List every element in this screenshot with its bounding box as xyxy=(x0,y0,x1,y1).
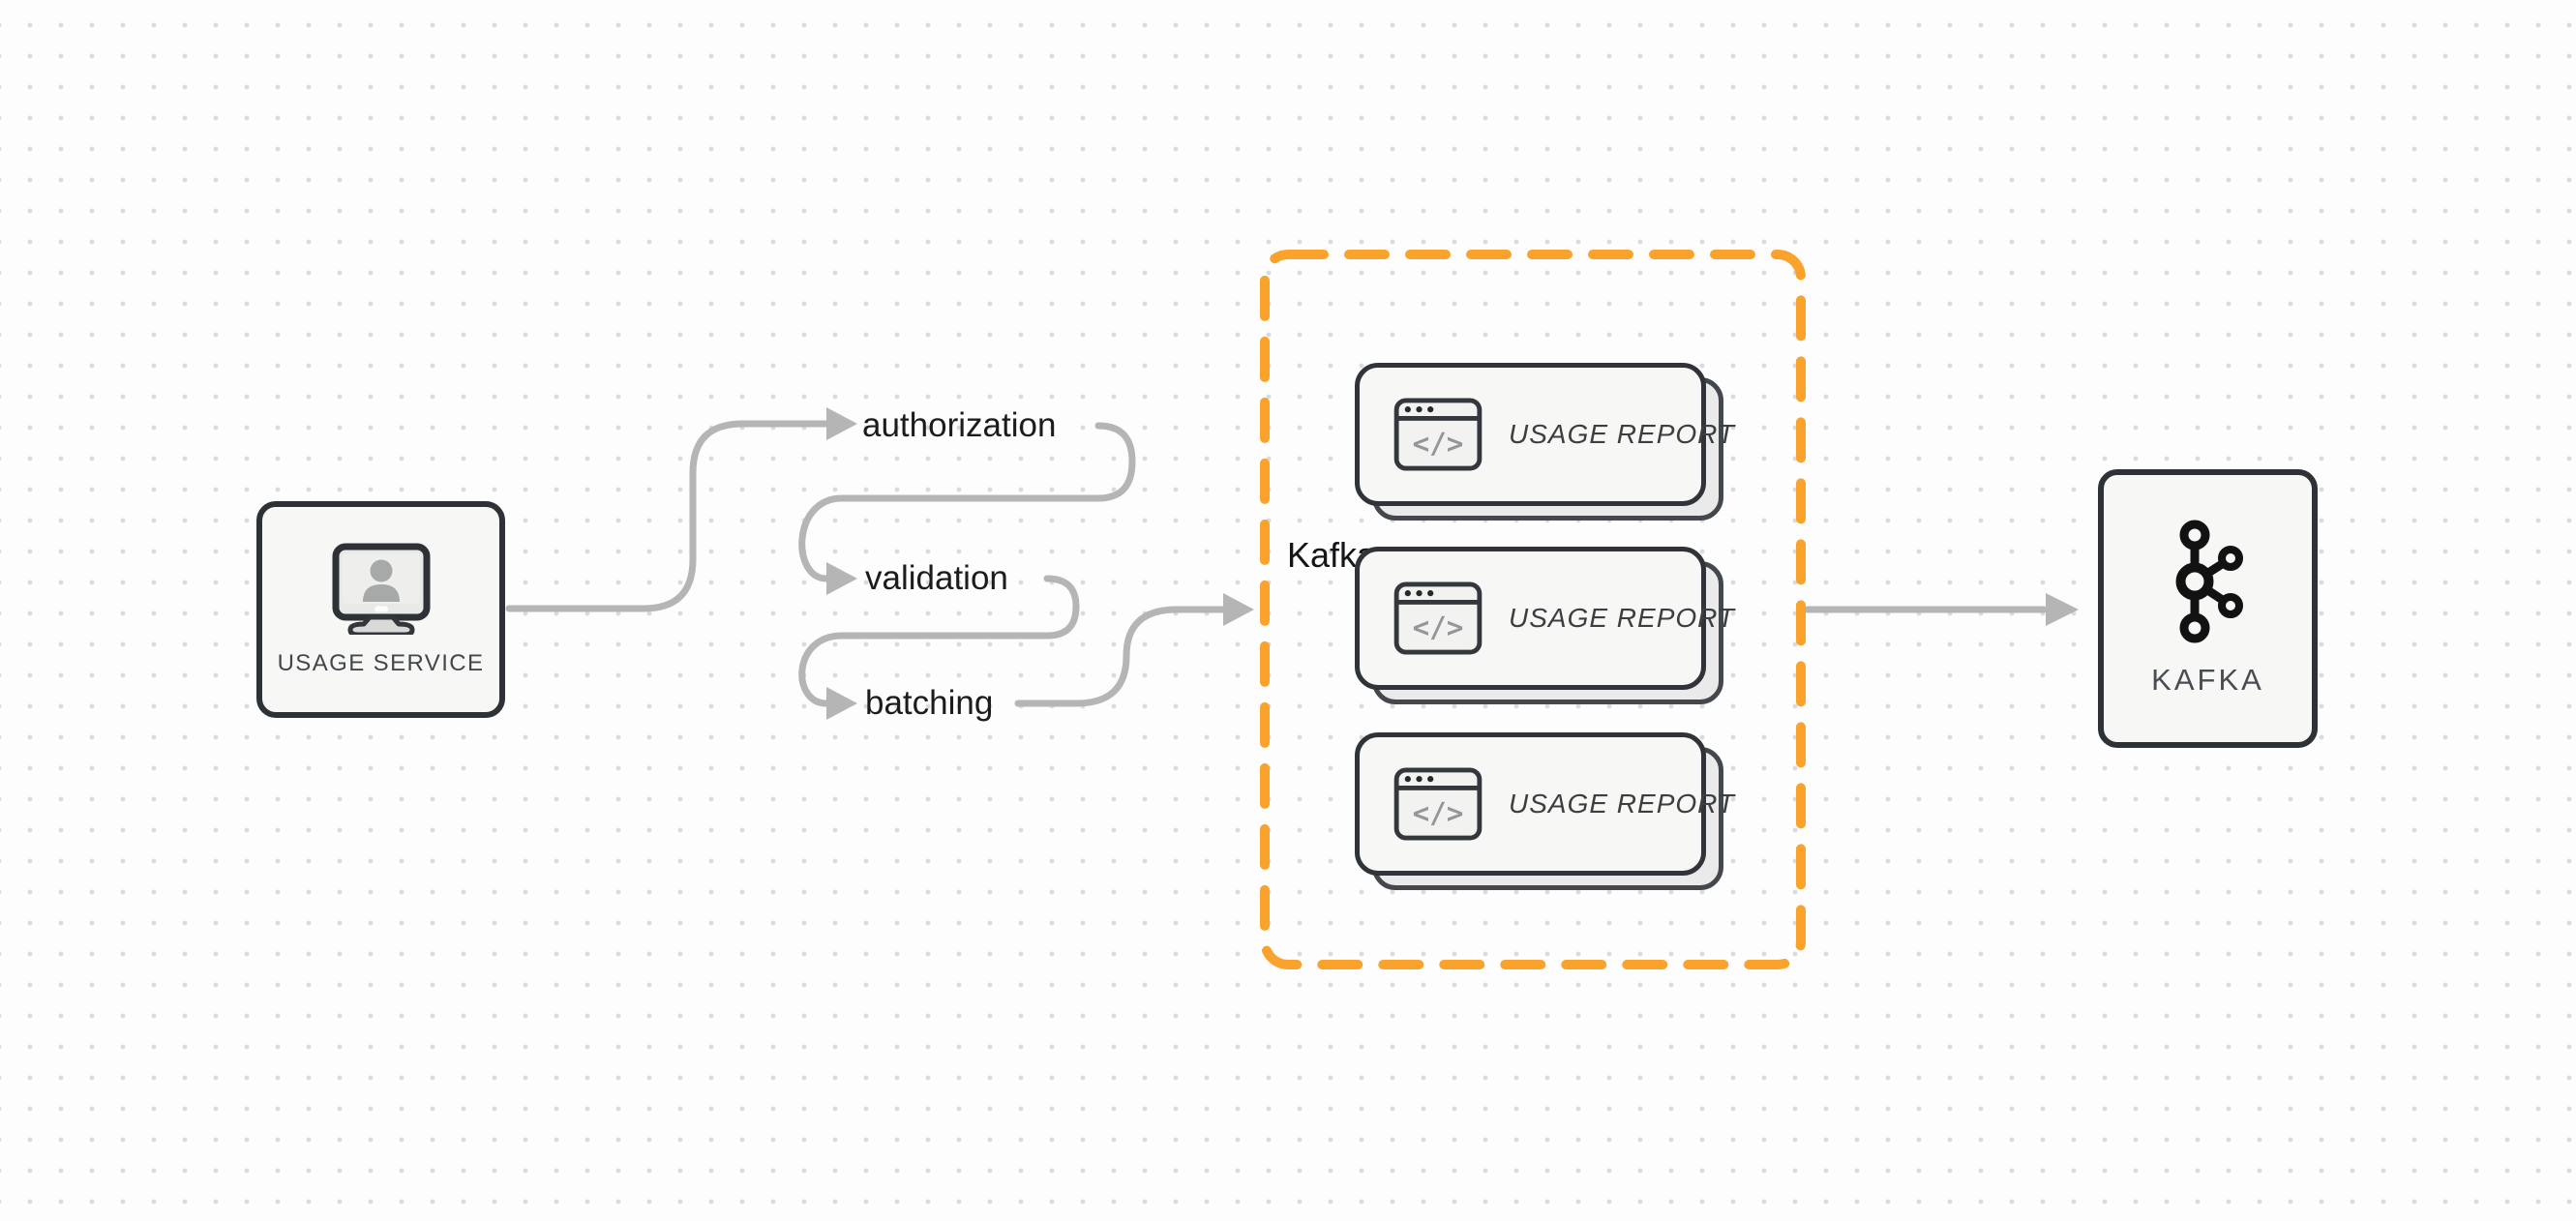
code-glyph: </> xyxy=(1413,796,1464,829)
usage-report-card: </> USAGE REPORT xyxy=(1355,547,1734,704)
kafka-message-group: Kafka message </> USAGE REPORT xyxy=(1260,250,1806,969)
usage-report-label: USAGE REPORT xyxy=(1509,419,1735,449)
code-window-icon: </> xyxy=(1393,398,1483,471)
kafka-label: KAFKA xyxy=(2151,663,2264,697)
arrowhead-authorization xyxy=(826,407,857,440)
arrowhead-group xyxy=(1223,593,1254,626)
arrow-usage-to-authorization xyxy=(505,420,830,612)
arrow-validation-to-batching xyxy=(798,575,1080,707)
usage-report-card: </> USAGE REPORT xyxy=(1355,363,1734,521)
usage-report-card: </> USAGE REPORT xyxy=(1355,732,1734,890)
monitor-user-icon xyxy=(332,543,430,635)
code-window-icon: </> xyxy=(1393,581,1483,655)
arrowhead-validation xyxy=(826,562,857,595)
step-label-authorization: authorization xyxy=(862,406,1057,444)
arrowhead-kafka xyxy=(2046,593,2079,626)
usage-report-card-front: </> USAGE REPORT xyxy=(1355,732,1734,876)
usage-service-node: USAGE SERVICE xyxy=(256,501,505,718)
code-window-icon: </> xyxy=(1393,767,1483,841)
usage-report-card-front: </> USAGE REPORT xyxy=(1355,547,1734,690)
code-glyph: </> xyxy=(1413,427,1464,460)
dashed-border xyxy=(1260,250,1806,969)
code-glyph: </> xyxy=(1413,610,1464,643)
usage-report-label: USAGE REPORT xyxy=(1509,789,1735,819)
usage-report-card-front: </> USAGE REPORT xyxy=(1355,363,1734,506)
arrow-batching-to-group xyxy=(1014,606,1227,707)
kafka-node: KAFKA xyxy=(2098,469,2318,748)
kafka-logo-icon xyxy=(2175,520,2243,643)
usage-service-label: USAGE SERVICE xyxy=(277,650,485,676)
step-label-validation: validation xyxy=(865,559,1008,597)
arrowhead-batching xyxy=(826,687,857,720)
arrow-authorization-to-validation xyxy=(798,422,1136,582)
step-label-batching: batching xyxy=(865,684,994,722)
usage-report-label: USAGE REPORT xyxy=(1509,603,1735,633)
